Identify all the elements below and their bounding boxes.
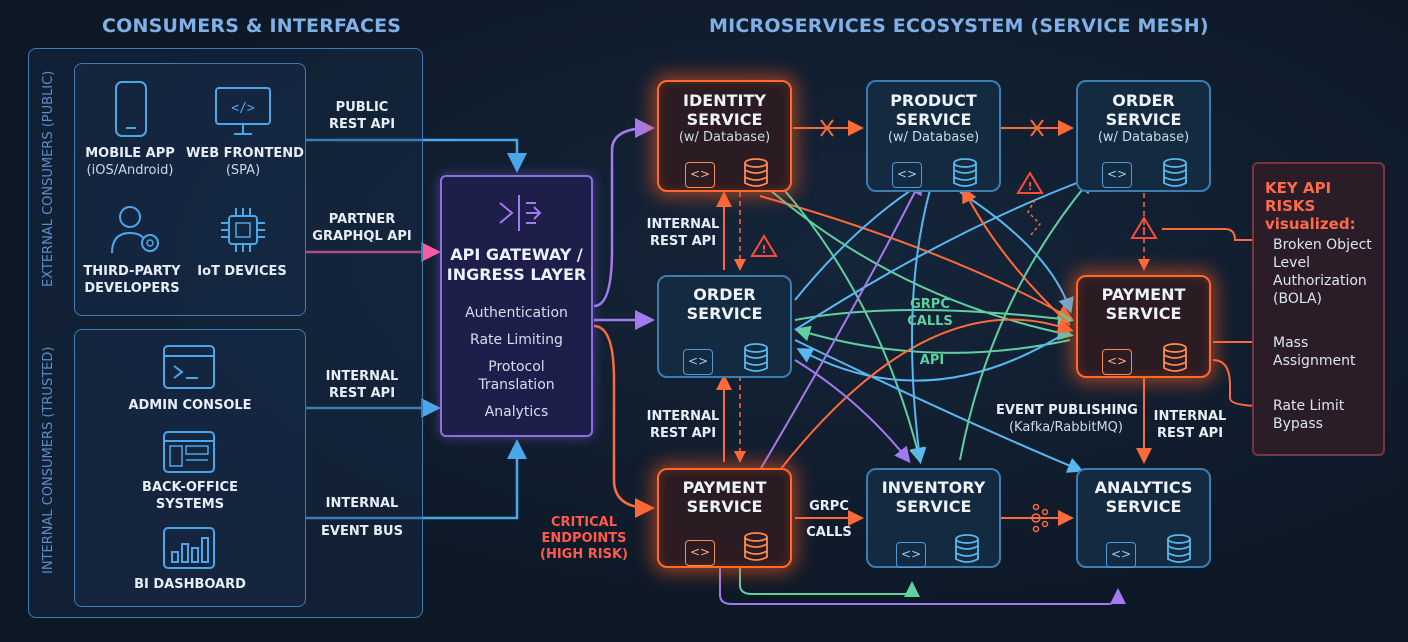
window-layout-icon — [162, 430, 216, 478]
consumers-panel — [28, 48, 423, 618]
event-hub-icon — [1031, 503, 1049, 533]
link-event-bus — [305, 439, 527, 520]
gateway-item-rate: Rate Limiting — [470, 332, 563, 348]
consumer-web-frontend: WEB FRONTEND(SPA) — [186, 146, 304, 178]
database-icon — [744, 532, 768, 561]
smartphone-icon — [114, 80, 148, 142]
label-event-publishing: EVENT PUBLISHING(Kafka/RabbitMQ) — [996, 403, 1138, 435]
svg-text:</>: </> — [231, 101, 255, 116]
code-icon: <> — [685, 540, 715, 566]
internal-consumers-group — [74, 329, 306, 607]
code-icon: <> — [1102, 162, 1132, 188]
gateway-item-protocol: Protocol — [488, 359, 545, 375]
gateway-routing-icon — [496, 193, 542, 237]
database-icon — [1163, 158, 1187, 187]
code-icon: <> — [896, 542, 926, 568]
bar-chart-icon — [162, 526, 216, 574]
svg-text:!: ! — [761, 243, 766, 256]
database-icon — [1167, 534, 1191, 563]
database-icon — [744, 343, 768, 372]
gateway-item-analytics: Analytics — [484, 404, 549, 420]
database-icon — [1163, 343, 1187, 372]
consumer-bi-dashboard: BI DASHBOARD — [134, 577, 246, 592]
code-icon: <> — [683, 349, 713, 375]
consumer-iot-devices: IoT DEVICES — [197, 264, 287, 279]
svg-text:!: ! — [1027, 180, 1032, 193]
warning-icon — [750, 171, 1158, 257]
external-group-label: EXTERNAL CONSUMERS (PUBLIC) — [41, 70, 56, 287]
section-title-consumers: CONSUMERS & INTERFACES — [102, 15, 402, 37]
gateway-item-translation: Translation — [478, 377, 555, 393]
gateway-item-auth: Authentication — [465, 305, 568, 321]
svg-text:!: ! — [1141, 225, 1146, 238]
api-gateway[interactable]: API GATEWAY /INGRESS LAYER Authenticatio… — [440, 175, 593, 437]
terminal-icon — [162, 344, 216, 394]
external-consumers-group — [74, 63, 306, 316]
label-api: API — [919, 353, 945, 368]
monitor-code-icon: </> — [214, 86, 272, 142]
code-icon: <> — [892, 162, 922, 188]
section-title-microservices: MICROSERVICES ECOSYSTEM (SERVICE MESH) — [709, 15, 1209, 37]
chip-icon — [218, 205, 268, 259]
gateway-title: API GATEWAY /INGRESS LAYER — [446, 245, 587, 284]
gw-to-payment — [593, 324, 655, 518]
database-icon — [744, 158, 768, 187]
code-icon: <> — [1102, 349, 1132, 375]
consumer-mobile-app: MOBILE APP(iOS/Android) — [85, 146, 175, 178]
database-icon — [955, 534, 979, 563]
gw-to-identity — [593, 118, 655, 308]
user-gear-icon — [110, 203, 166, 261]
internal-group-label: INTERNAL CONSUMERS (TRUSTED) — [41, 346, 56, 574]
database-icon — [953, 158, 977, 187]
consumer-admin-console: ADMIN CONSOLE — [128, 398, 252, 413]
link-public-rest — [305, 138, 527, 173]
code-icon: <> — [1106, 542, 1136, 568]
code-icon: <> — [685, 162, 715, 188]
